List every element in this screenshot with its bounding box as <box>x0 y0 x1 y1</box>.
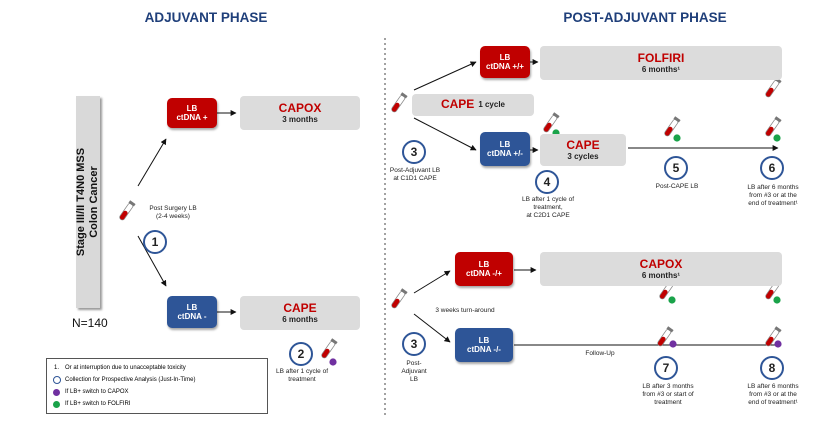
capox-post-adjuvant-box: CAPOX 6 months¹ <box>540 252 782 286</box>
lb-ctdna-pos-box: LB ctDNA + <box>167 98 217 128</box>
cohort-box <box>76 96 100 308</box>
cape-3cycles-box: CAPE 3 cycles <box>540 134 626 166</box>
timepoint-4-label: LB after 1 cycle of treatment, at C2D1 C… <box>521 196 575 219</box>
ctdna-status: ctDNA +/- <box>487 149 523 158</box>
treatment-duration: 3 months <box>282 115 318 125</box>
purple-dot-icon <box>669 340 677 348</box>
post-adjuvant-phase-title: POST-ADJUVANT PHASE <box>563 10 727 25</box>
arrow-to-ctdna-pos <box>137 138 167 187</box>
blood-tube-icon <box>389 91 409 114</box>
timepoint-5-label: Post-CAPE LB <box>655 183 699 190</box>
turnaround-annotation: 3 weeks turn-around <box>435 307 495 314</box>
timepoint-7-label: LB after 3 months from #3 or start of tr… <box>642 383 694 406</box>
timepoint-7-marker: 7 <box>654 356 678 380</box>
circle-icon <box>52 376 61 384</box>
folfiri-box: FOLFIRI 6 months¹ <box>540 46 782 80</box>
timepoint-5-marker: 5 <box>664 156 688 180</box>
treatment-duration: 6 months¹ <box>641 271 681 281</box>
timepoint-1-marker: 1 <box>143 230 167 254</box>
ctdna-status: ctDNA -/+ <box>466 269 502 278</box>
green-dot-icon <box>668 296 676 304</box>
timepoint-6-label: LB after 6 months from #3 or at the end … <box>747 184 799 207</box>
lb-label: LB <box>478 259 490 269</box>
treatment-name: CAPE <box>283 300 317 315</box>
lb-ctdna-neg-box: LB ctDNA - <box>167 296 217 328</box>
legend: 1. Or at interruption due to unacceptabl… <box>46 358 268 414</box>
ctdna-status: ctDNA -/- <box>467 345 501 354</box>
cape-1cycle-box: CAPE 1 cycle <box>412 94 534 116</box>
green-dot-icon <box>673 134 681 142</box>
treatment-name: CAPE <box>566 137 600 152</box>
timepoint-8-label: LB after 6 months from #3 or at the end … <box>747 383 799 406</box>
blood-tube-icon <box>117 199 137 222</box>
timepoint-2-label: LB after 1 cycle of treatment <box>275 368 329 383</box>
timepoint-6-marker: 6 <box>760 156 784 180</box>
arrow-to-mm <box>413 313 451 343</box>
ctdna-status: ctDNA + <box>176 113 208 122</box>
timepoint-3b-label: Post- Adjuvant LB <box>401 360 427 383</box>
sample-size: N=140 <box>72 316 108 330</box>
timepoint-8-marker: 8 <box>760 356 784 380</box>
ctdna-status: ctDNA - <box>177 312 207 321</box>
lb-ctdna-pos-neg-box: LB ctDNA +/- <box>480 132 530 166</box>
blood-tube-icon <box>319 337 339 360</box>
green-dot-icon <box>773 134 781 142</box>
purple-dot-icon <box>329 358 337 366</box>
lb-ctdna-pos-pos-box: LB ctDNA +/+ <box>480 46 530 78</box>
cape-adjuvant-box: CAPE 6 months <box>240 296 360 330</box>
treatment-name: CAPOX <box>278 100 322 115</box>
timepoint-3a-marker: 3 <box>402 140 426 164</box>
timepoint-4-marker: 4 <box>535 170 559 194</box>
timepoint-3a-label: Post-Adjuvant LB at C1D1 CAPE <box>389 167 441 182</box>
legend-row-folfiri: If LB+ switch to FOLFIRI <box>51 398 263 410</box>
legend-text: If LB+ switch to CAPOX <box>65 389 129 395</box>
lb-label: LB <box>478 335 490 345</box>
treatment-name: CAPOX <box>639 256 683 271</box>
treatment-duration: 3 cycles <box>567 152 599 162</box>
treatment-duration: 6 months <box>282 315 318 325</box>
treatment-duration: 1 cycle <box>478 100 506 110</box>
lb-ctdna-neg-pos-box: LB ctDNA -/+ <box>455 252 513 286</box>
blood-tube-icon <box>763 76 783 99</box>
treatment-name: FOLFIRI <box>637 50 685 65</box>
green-dot-icon <box>53 400 60 408</box>
blood-tube-icon <box>763 115 783 138</box>
blood-tube-icon <box>662 115 682 138</box>
cohort-label-line2: Colon Cancer <box>88 166 100 238</box>
ctdna-status: ctDNA +/+ <box>486 62 524 71</box>
purple-dot-icon <box>53 388 60 396</box>
adjuvant-phase-title: ADJUVANT PHASE <box>144 10 268 25</box>
arrow-to-pp <box>413 61 477 91</box>
cohort-label: Stage III/II T4N0 MSS Colon Cancer <box>75 97 101 307</box>
arrow-to-mp <box>413 270 451 294</box>
legend-text: Collection for Prospective Analysis (Jus… <box>65 377 196 383</box>
lb-label: LB <box>186 302 198 312</box>
timepoint-2-marker: 2 <box>289 342 313 366</box>
legend-row-capox: If LB+ switch to CAPOX <box>51 386 263 398</box>
followup-annotation: Follow-Up <box>585 350 615 357</box>
capox-adjuvant-box: CAPOX 3 months <box>240 96 360 130</box>
timepoint-1-label: Post Surgery LB (2-4 weeks) <box>149 205 197 220</box>
legend-row-collection: Collection for Prospective Analysis (Jus… <box>51 374 263 386</box>
lb-label: LB <box>499 52 511 62</box>
green-dot-icon <box>773 296 781 304</box>
treatment-duration: 6 months¹ <box>641 65 681 75</box>
arrow-to-ctdna-neg <box>137 235 167 287</box>
legend-footnote-marker: 1. <box>53 365 59 371</box>
arrow-to-pm <box>413 117 477 151</box>
legend-text: Or at interruption due to unacceptable t… <box>65 365 186 371</box>
lb-label: LB <box>186 103 198 113</box>
purple-dot-icon <box>774 340 782 348</box>
lb-ctdna-neg-neg-box: LB ctDNA -/- <box>455 328 513 362</box>
blood-tube-icon <box>389 287 409 310</box>
timepoint-3b-marker: 3 <box>402 332 426 356</box>
treatment-name: CAPE <box>440 97 475 112</box>
legend-text: If LB+ switch to FOLFIRI <box>65 401 131 407</box>
legend-row-footnote: 1. Or at interruption due to unacceptabl… <box>51 362 263 374</box>
lb-label: LB <box>499 139 511 149</box>
cohort-label-line1: Stage III/II T4N0 MSS <box>74 147 87 257</box>
